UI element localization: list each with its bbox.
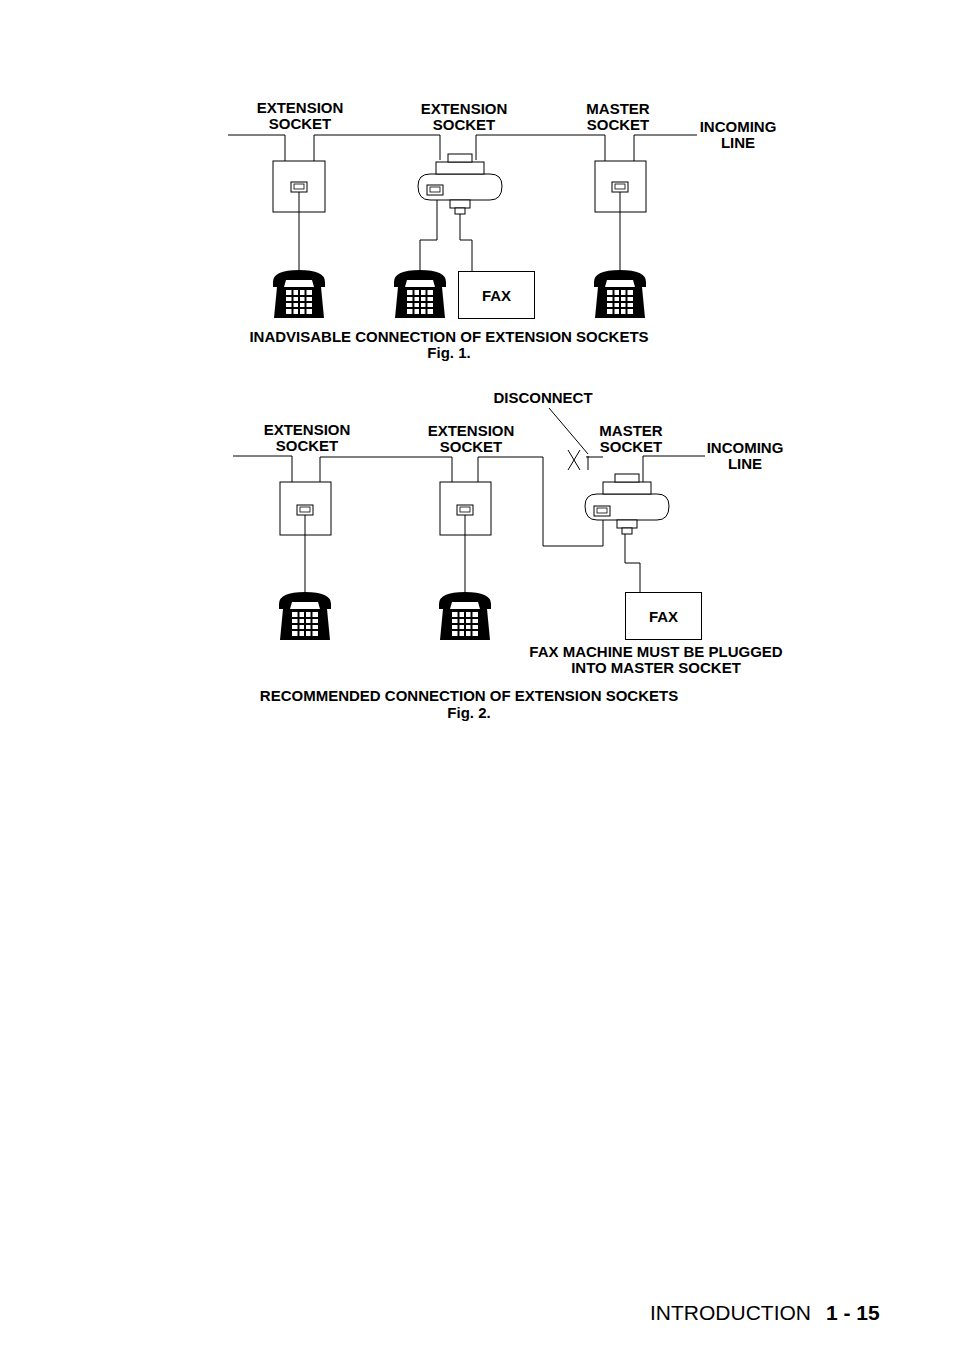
caption-label: INADVISABLE CONNECTION OF EXTENSION SOCK…: [219, 329, 679, 345]
caption-label: MASTER SOCKET: [578, 101, 658, 133]
box-label: FAX: [649, 608, 678, 625]
caption-label: Fig. 2.: [419, 705, 519, 721]
caption-label: INCOMING LINE: [693, 119, 783, 151]
caption-label: RECOMMENDED CONNECTION OF EXTENSION SOCK…: [239, 688, 699, 704]
caption-label: EXTENSION SOCKET: [253, 100, 348, 132]
caption-label: EXTENSION SOCKET: [417, 101, 512, 133]
caption-label: INCOMING LINE: [700, 440, 790, 472]
page-footer: 1 - 15: [826, 1301, 880, 1325]
page-footer: INTRODUCTION: [650, 1301, 811, 1325]
fax-box: FAX: [458, 271, 535, 319]
caption-label: Fig. 1.: [399, 345, 499, 361]
caption-label: FAX MACHINE MUST BE PLUGGED INTO MASTER …: [516, 644, 796, 676]
box-label: FAX: [482, 287, 511, 304]
caption-label: DISCONNECT: [483, 390, 603, 406]
caption-label: MASTER SOCKET: [591, 423, 671, 455]
fax-box: FAX: [625, 592, 702, 640]
caption-label: EXTENSION SOCKET: [424, 423, 519, 455]
caption-label: EXTENSION SOCKET: [260, 422, 355, 454]
